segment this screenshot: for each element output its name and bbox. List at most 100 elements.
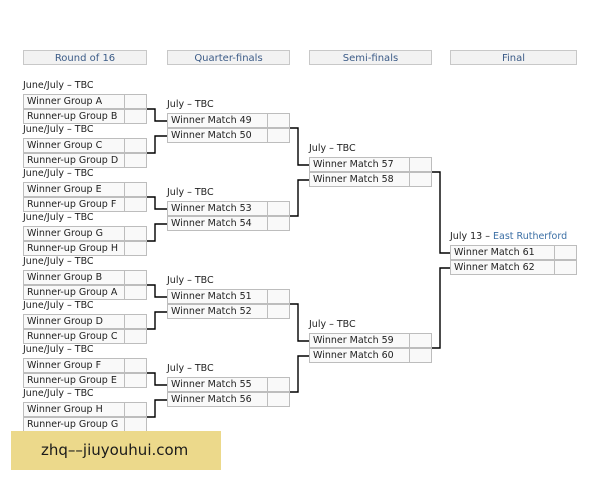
team-row: Winner Match 49 xyxy=(167,113,290,128)
score-box xyxy=(124,241,147,256)
team-row: Winner Group F xyxy=(23,358,147,373)
team-name: Runner-up Group C xyxy=(27,331,118,342)
team-name: Winner Group G xyxy=(27,228,103,239)
team-name: Runner-up Group G xyxy=(27,419,119,430)
team-name: Runner-up Group B xyxy=(27,111,118,122)
match-date-label: July – TBC xyxy=(167,275,214,286)
score-box xyxy=(267,128,290,143)
connector-line xyxy=(147,108,167,122)
watermark: zhq––jiuyouhui.com xyxy=(11,431,221,470)
team-row: Winner Match 61 xyxy=(450,245,577,260)
score-box xyxy=(267,289,290,304)
connector-line xyxy=(290,127,310,166)
score-box xyxy=(124,314,147,329)
score-box xyxy=(267,304,290,319)
team-name: Winner Group F xyxy=(27,360,102,371)
match-date-label: June/July – TBC xyxy=(23,256,94,267)
match-date-label: June/July – TBC xyxy=(23,344,94,355)
match-date-label: July 13 – East Rutherford xyxy=(450,231,567,243)
team-name: Winner Match 55 xyxy=(171,379,252,390)
team-name: Runner-up Group D xyxy=(27,155,119,166)
team-row: Runner-up Group G xyxy=(23,417,147,432)
team-name: Runner-up Group A xyxy=(27,287,118,298)
team-name: Winner Match 58 xyxy=(313,174,394,185)
team-row: Winner Group H xyxy=(23,402,147,417)
score-box xyxy=(267,216,290,231)
team-name: Winner Match 53 xyxy=(171,203,252,214)
score-box xyxy=(267,113,290,128)
team-row: Winner Match 50 xyxy=(167,128,290,143)
team-row: Runner-up Group B xyxy=(23,109,147,124)
score-box xyxy=(409,157,432,172)
team-row: Winner Match 54 xyxy=(167,216,290,231)
team-row: Winner Match 58 xyxy=(309,172,432,187)
score-box xyxy=(124,270,147,285)
team-name: Runner-up Group F xyxy=(27,199,117,210)
team-row: Runner-up Group A xyxy=(23,285,147,300)
team-row: Winner Match 53 xyxy=(167,201,290,216)
team-row: Runner-up Group E xyxy=(23,373,147,388)
team-name: Winner Group D xyxy=(27,316,103,327)
team-row: Winner Group D xyxy=(23,314,147,329)
team-row: Winner Match 55 xyxy=(167,377,290,392)
team-row: Runner-up Group H xyxy=(23,241,147,256)
match-date-label: July – TBC xyxy=(167,363,214,374)
team-name: Winner Match 52 xyxy=(171,306,252,317)
team-row: Winner Match 60 xyxy=(309,348,432,363)
team-name: Winner Match 59 xyxy=(313,335,394,346)
team-row: Runner-up Group F xyxy=(23,197,147,212)
score-box xyxy=(554,245,577,260)
score-box xyxy=(409,333,432,348)
team-row: Winner Group E xyxy=(23,182,147,197)
connector-line xyxy=(147,284,167,298)
team-name: Runner-up Group H xyxy=(27,243,118,254)
team-name: Winner Match 49 xyxy=(171,115,252,126)
score-box xyxy=(267,392,290,407)
team-row: Winner Group G xyxy=(23,226,147,241)
score-box xyxy=(409,348,432,363)
team-row: Winner Match 51 xyxy=(167,289,290,304)
team-row: Winner Match 56 xyxy=(167,392,290,407)
connector-line xyxy=(290,303,310,342)
team-row: Winner Group B xyxy=(23,270,147,285)
connector-line xyxy=(147,223,167,242)
team-name: Winner Group A xyxy=(27,96,103,107)
score-box xyxy=(124,402,147,417)
match-date-label: June/July – TBC xyxy=(23,300,94,311)
team-name: Runner-up Group E xyxy=(27,375,117,386)
round-header: Final xyxy=(450,50,577,65)
connector-line xyxy=(290,355,310,393)
team-row: Winner Group A xyxy=(23,94,147,109)
connector-line xyxy=(147,372,167,386)
team-name: Winner Match 54 xyxy=(171,218,252,229)
team-name: Winner Match 56 xyxy=(171,394,252,405)
team-row: Winner Match 62 xyxy=(450,260,577,275)
team-name: Winner Group C xyxy=(27,140,103,151)
score-box xyxy=(124,329,147,344)
team-name: Winner Match 60 xyxy=(313,350,394,361)
match-date-label: June/July – TBC xyxy=(23,124,94,135)
team-row: Winner Match 52 xyxy=(167,304,290,319)
round-header: Semi-finals xyxy=(309,50,432,65)
score-box xyxy=(409,172,432,187)
score-box xyxy=(554,260,577,275)
match-date-label: June/July – TBC xyxy=(23,212,94,223)
score-box xyxy=(124,94,147,109)
match-date-label: July – TBC xyxy=(167,187,214,198)
round-header: Quarter-finals xyxy=(167,50,290,65)
connector-line xyxy=(290,179,310,217)
team-name: Winner Match 61 xyxy=(454,247,535,258)
score-box xyxy=(267,201,290,216)
match-date-label: June/July – TBC xyxy=(23,388,94,399)
match-date-label: July – TBC xyxy=(309,143,356,154)
match-venue-link[interactable]: East Rutherford xyxy=(493,231,568,242)
score-box xyxy=(267,377,290,392)
match-date-label: July – TBC xyxy=(167,99,214,110)
score-box xyxy=(124,373,147,388)
team-name: Winner Match 50 xyxy=(171,130,252,141)
connector-line xyxy=(432,171,452,254)
score-box xyxy=(124,358,147,373)
score-box xyxy=(124,417,147,432)
score-box xyxy=(124,138,147,153)
score-box xyxy=(124,285,147,300)
